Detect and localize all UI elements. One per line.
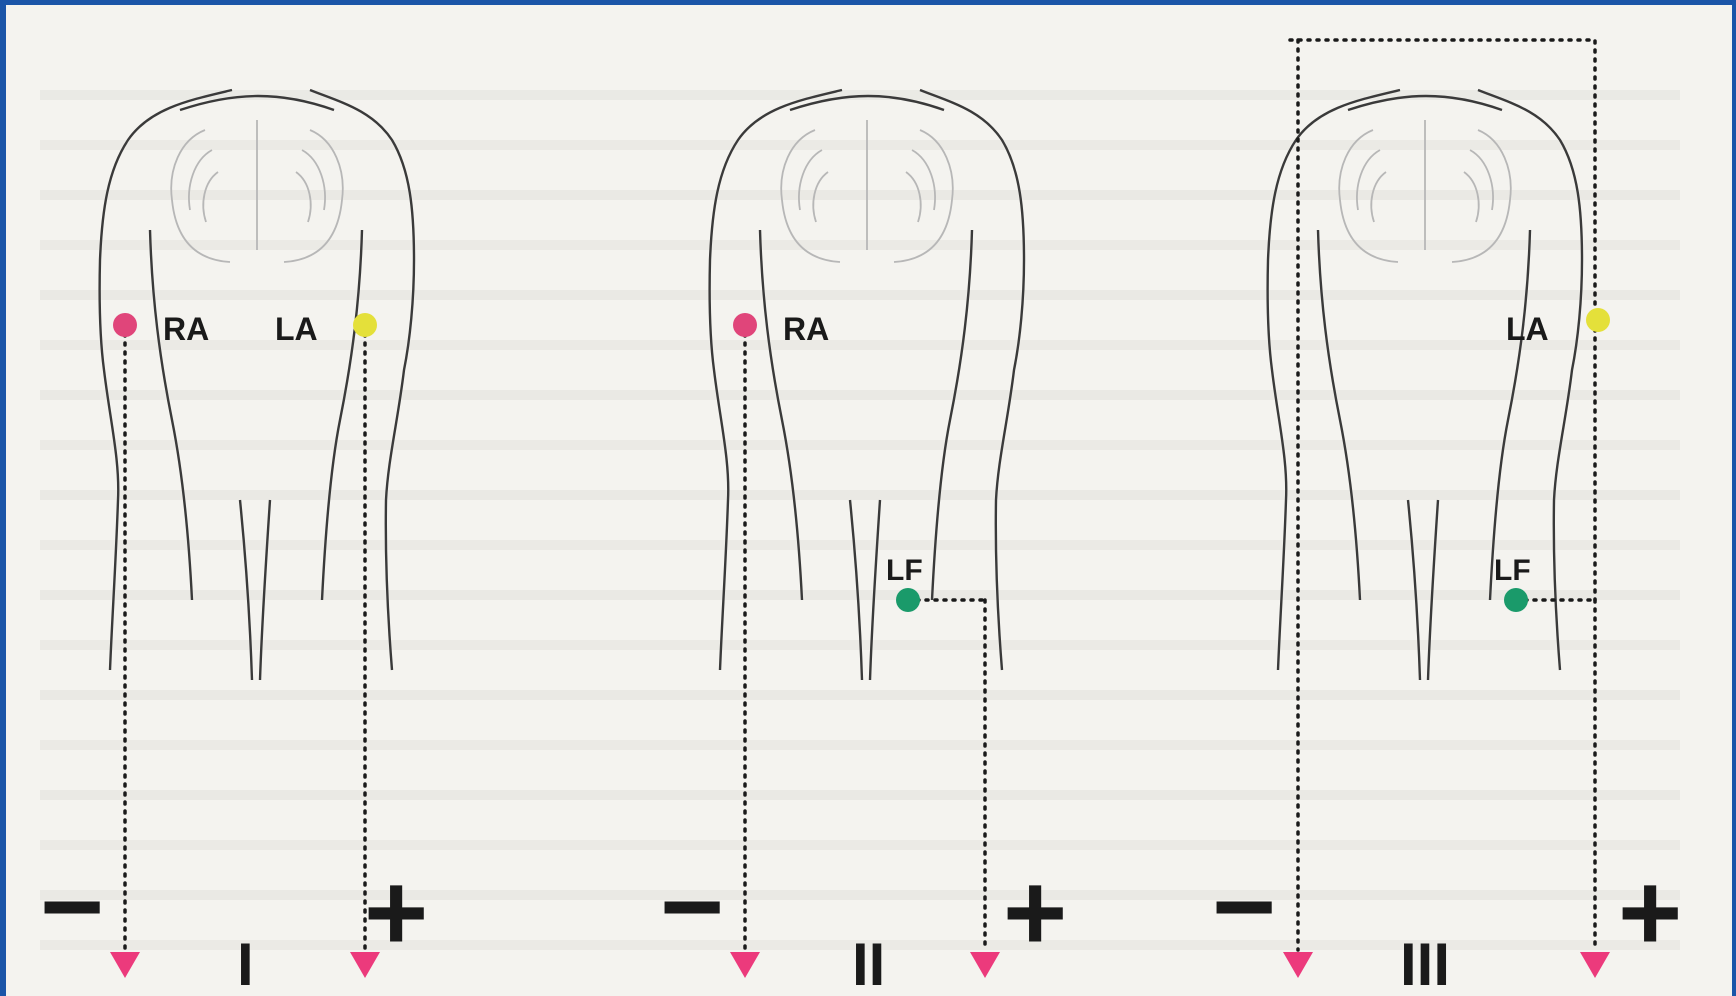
background-text-bleed [40,90,1680,950]
plus-sign-2: + [1003,851,1067,974]
electrodes [113,308,1610,612]
plus-sign-1: + [364,851,428,974]
minus-sign-2: − [660,845,724,968]
arrowhead-1 [110,952,140,978]
electrode-la-3 [1586,308,1610,332]
electrode-lf-2 [896,588,920,612]
electrode-la-1 [353,313,377,337]
electrode-ra-1 [113,313,137,337]
torso-outline-right [310,90,414,670]
panel-lead-3 [1268,40,1595,680]
plus-sign-3: + [1618,851,1682,974]
arrowhead-4 [970,952,1000,978]
lead-numeral-1: I [237,931,254,996]
minus-sign-1: − [40,845,104,968]
electrode-lf-3 [1504,588,1528,612]
label-ra-2: RA [783,311,829,347]
minus-sign-3: − [1212,845,1276,968]
label-ra-1: RA [163,311,209,347]
lead-3-bracket [1290,40,1595,600]
electrode-ra-2 [733,313,757,337]
arrowhead-3 [730,952,760,978]
label-la-3: LA [1506,311,1549,347]
lead-numeral-3: III [1400,931,1450,996]
lead-numeral-2: II [852,931,885,996]
arrowhead-5 [1283,952,1313,978]
label-la-1: LA [275,311,318,347]
arrowhead-6 [1580,952,1610,978]
label-lf-3: LF [1494,554,1531,587]
label-lf-2: LF [886,554,923,587]
